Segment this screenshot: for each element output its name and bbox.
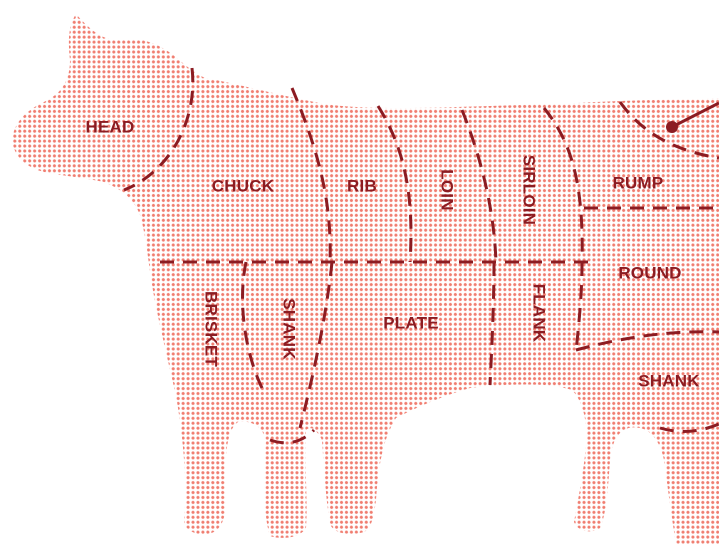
label-round: ROUND xyxy=(618,263,681,282)
label-fore-shank: SHANK xyxy=(280,298,299,360)
label-rib: RIB xyxy=(347,176,377,195)
label-hind-shank: SHANK xyxy=(638,371,700,390)
cut-lines xyxy=(123,67,719,445)
cow-silhouette xyxy=(12,14,719,544)
label-flank: FLANK xyxy=(530,284,549,343)
pointer-marker xyxy=(666,101,719,133)
label-loin: LOIN xyxy=(438,169,457,210)
label-brisket: BRISKET xyxy=(202,291,221,367)
label-sirloin: SIRLOIN xyxy=(520,155,539,225)
label-plate: PLATE xyxy=(383,313,438,332)
label-chuck: CHUCK xyxy=(212,176,275,195)
label-rump: RUMP xyxy=(613,173,664,192)
label-head: HEAD xyxy=(86,117,135,136)
